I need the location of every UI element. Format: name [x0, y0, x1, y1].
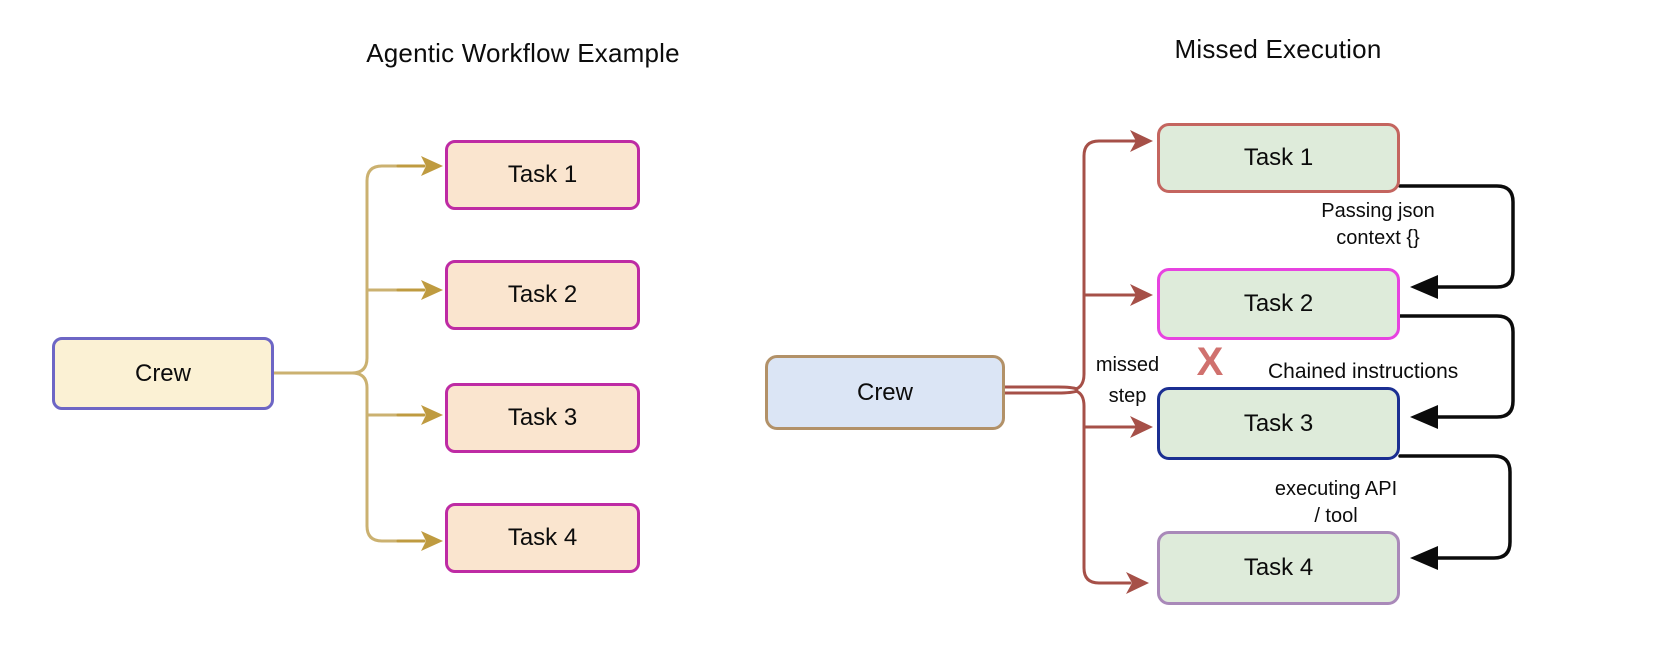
- left-task-4-label: Task 4: [507, 524, 578, 551]
- right-task-1-label: Task 1: [1243, 144, 1314, 171]
- arrowhead-right-icon: [421, 405, 443, 425]
- arrowhead-right-icon: [421, 280, 443, 300]
- right-task-3-node: Task 3: [1157, 387, 1400, 460]
- arrowhead-right-icon: [1130, 416, 1153, 438]
- right-trunk-down: [1074, 389, 1132, 585]
- right-task-4-node: Task 4: [1157, 531, 1400, 605]
- left-task-2-label: Task 2: [507, 281, 578, 308]
- arrowhead-right-icon: [421, 156, 443, 176]
- left-trunk-down: [350, 371, 402, 543]
- missed-step-x-icon: X: [1196, 340, 1224, 384]
- right-task-2-label: Task 2: [1243, 290, 1314, 317]
- annotation-chained-instructions: Chained instructions: [1268, 360, 1459, 383]
- left-branch-arrows: [396, 164, 426, 543]
- left-arrow-trunk: [272, 164, 402, 543]
- left-crew-node: Crew: [52, 337, 274, 410]
- right-double-line-top: [1003, 385, 1079, 391]
- left-diagram-title: Agentic Workflow Example: [366, 38, 680, 68]
- annotation-executing-api-tool: executing API / tool: [1236, 476, 1436, 530]
- right-task-1-node: Task 1: [1157, 123, 1400, 193]
- annotation-line: missed: [1095, 354, 1160, 376]
- arrowhead-left-icon: [1410, 275, 1438, 299]
- annotation-line: context {}: [1336, 227, 1420, 249]
- annotation-line: executing API: [1274, 478, 1398, 500]
- left-task-2-node: Task 2: [445, 260, 640, 330]
- right-task-3-label: Task 3: [1243, 409, 1314, 437]
- left-task-3-label: Task 3: [507, 404, 578, 431]
- arrowhead-right-icon: [1126, 572, 1149, 594]
- arrowhead-right-icon: [1130, 284, 1153, 306]
- annotation-line: Passing json: [1321, 200, 1435, 222]
- annotation-line: / tool: [1314, 505, 1358, 527]
- right-diagram-title: Missed Execution: [1174, 34, 1382, 64]
- left-task-3-node: Task 3: [445, 383, 640, 453]
- left-arrowheads: [421, 156, 443, 551]
- right-task-4-label: Task 4: [1243, 554, 1314, 581]
- annotation-line: step: [1108, 385, 1147, 407]
- arrowhead-right-icon: [421, 531, 443, 551]
- left-task-1-node: Task 1: [445, 140, 640, 210]
- arrowhead-left-icon: [1410, 405, 1438, 429]
- right-task-2-node: Task 2: [1157, 268, 1400, 340]
- annotation-passing-json-context: Passing json context {}: [1278, 198, 1478, 252]
- left-crew-label: Crew: [134, 359, 191, 387]
- right-double-line-bottom: [1003, 389, 1079, 395]
- arrowhead-right-icon: [1130, 130, 1153, 152]
- left-task-1-label: Task 1: [507, 161, 578, 188]
- right-crew-label: Crew: [856, 378, 913, 406]
- right-crew-node: Crew: [765, 355, 1005, 430]
- left-trunk-up: [272, 164, 402, 375]
- arrowhead-left-icon: [1410, 546, 1438, 570]
- left-task-4-node: Task 4: [445, 503, 640, 573]
- annotation-missed-step: missed step: [1075, 350, 1180, 412]
